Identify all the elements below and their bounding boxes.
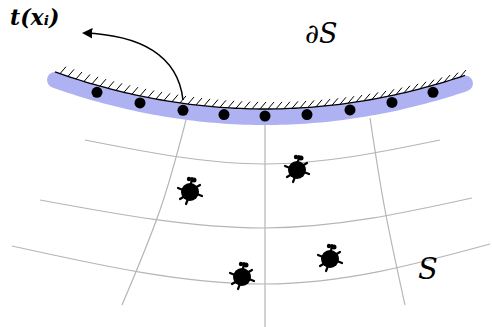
wall-hatch [116, 83, 122, 90]
boundary-robot [345, 104, 356, 115]
boundary-robot [302, 109, 313, 120]
wall-hatch [84, 74, 90, 81]
wall-hatch [308, 100, 314, 107]
wall-hatch [244, 102, 250, 109]
wall-hatch [404, 86, 410, 93]
wall-hatch [100, 79, 106, 86]
robot-symbol [178, 177, 202, 204]
grid-line [122, 120, 186, 305]
wall-hatch [164, 93, 170, 100]
boundary-robot [219, 109, 230, 120]
wall-hatch [236, 101, 242, 108]
wall-hatch [300, 101, 306, 108]
robot-symbol [230, 262, 254, 289]
wall-hatch [108, 81, 114, 88]
wall-hatch [292, 101, 298, 108]
wall-hatch [220, 100, 226, 107]
wall-hatch [68, 69, 74, 76]
boundary-band [55, 80, 465, 117]
boundary-robot [260, 111, 271, 122]
wall-hatch [452, 73, 458, 80]
wall-hatch [268, 102, 274, 109]
wall-hatch [396, 88, 402, 95]
wall-hatch [156, 92, 162, 99]
wall-hatch [420, 82, 426, 89]
grid-line [40, 198, 472, 228]
wall-hatch [388, 89, 394, 96]
wall-hatch [284, 102, 290, 109]
grid-line [370, 118, 405, 305]
wall-hatch [324, 99, 330, 106]
wall-hatch [228, 101, 234, 108]
wall-hatch [428, 80, 434, 87]
wall-hatch [124, 85, 130, 92]
boundary-robot [135, 97, 146, 108]
wall-hatch [204, 99, 210, 106]
wall-hatch [212, 100, 218, 107]
wall-hatch [148, 91, 154, 98]
wall-hatch [436, 77, 442, 84]
wall-hatch [356, 95, 362, 102]
boundary-label: ∂S [305, 18, 337, 49]
traction-arrow [84, 33, 183, 100]
region-label: S [418, 252, 438, 286]
wall-hatch [348, 96, 354, 103]
wall-hatch [76, 72, 82, 79]
wall-hatch [140, 89, 146, 96]
wall-hatch [332, 98, 338, 105]
wall-hatch [380, 91, 386, 98]
robot-symbol [285, 155, 309, 182]
wall-hatch [372, 92, 378, 99]
boundary-robot [428, 87, 439, 98]
robot-symbol [318, 244, 342, 271]
grid-line [85, 140, 440, 164]
wall-hatch [460, 70, 466, 77]
wall-hatch [172, 95, 178, 102]
wall-hatch [340, 97, 346, 104]
grid-line [264, 122, 265, 327]
wall-hatch [276, 102, 282, 109]
wall-hatch [412, 84, 418, 91]
wall-hatch [132, 87, 138, 94]
traction-label: t(xᵢ) [10, 4, 59, 30]
wall-hatch [252, 102, 258, 109]
boundary-robot [178, 105, 189, 116]
wall-hatch [316, 100, 322, 107]
wall-hatch [60, 67, 66, 74]
wall-hatch [444, 75, 450, 82]
wall-hatch [92, 77, 98, 84]
wall-hatch [364, 94, 370, 101]
wall-hatch [260, 102, 266, 109]
wall-hatch [196, 98, 202, 105]
boundary-robot [387, 97, 398, 108]
boundary-robot [92, 87, 103, 98]
wall-line [55, 72, 465, 109]
wall-hatch [188, 97, 194, 104]
